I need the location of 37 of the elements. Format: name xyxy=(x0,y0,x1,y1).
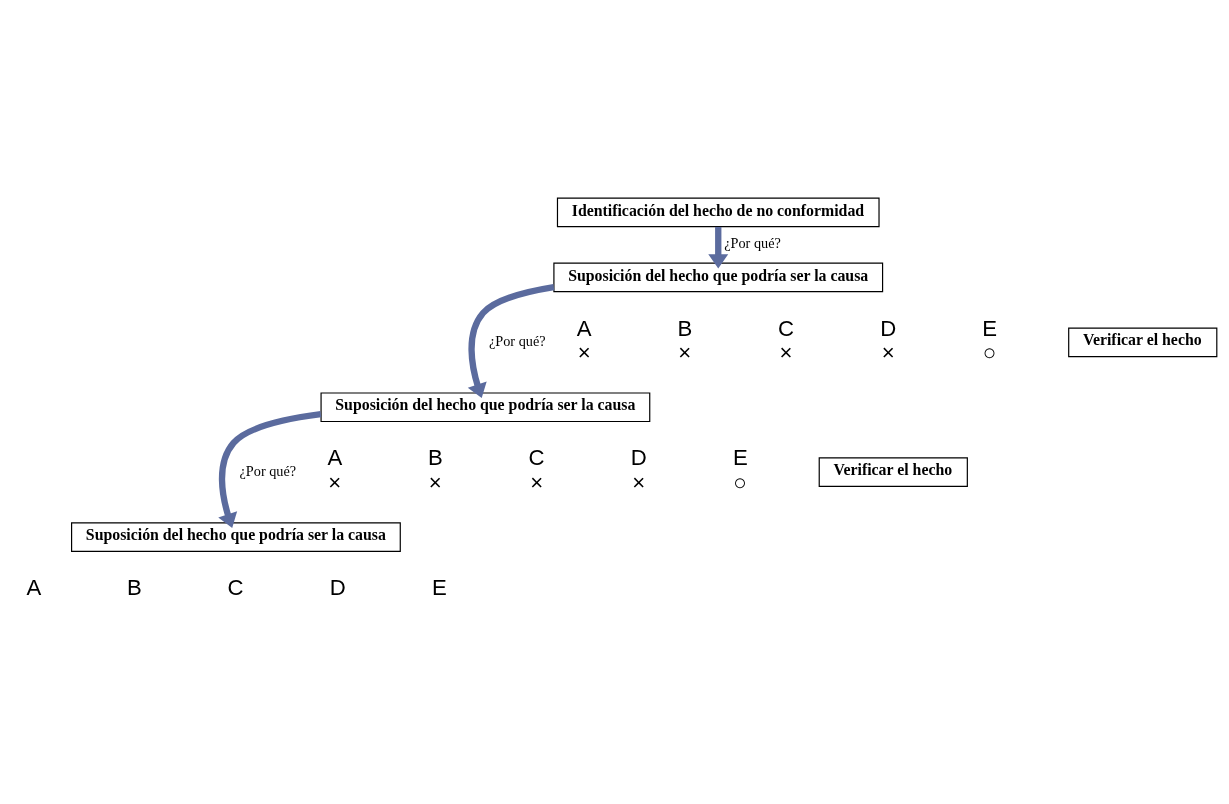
label: C xyxy=(528,444,545,470)
edge-label: ¿Por qué? xyxy=(488,332,546,349)
node-box: Suposición del hecho que podría ser la causa xyxy=(553,262,884,292)
edge-label: ¿Por qué? xyxy=(239,462,297,479)
node-box: Suposición del hecho que podría ser la causa xyxy=(320,391,651,422)
label: × xyxy=(881,339,895,365)
label: B xyxy=(677,315,693,340)
label: × xyxy=(678,339,692,365)
label: B xyxy=(427,444,443,470)
label: × xyxy=(577,339,591,365)
label: × xyxy=(779,339,793,365)
arrow xyxy=(218,410,322,528)
label: A xyxy=(327,444,343,470)
label: B xyxy=(127,574,142,600)
label: C xyxy=(227,574,244,600)
arrow xyxy=(467,283,555,398)
node-box: Suposición del hecho que podría ser la causa xyxy=(71,521,401,552)
label: A xyxy=(576,315,592,340)
label: E xyxy=(431,574,447,600)
label: E xyxy=(982,315,998,340)
label: D xyxy=(630,444,647,470)
node-box: Verificar el hecho xyxy=(818,456,968,487)
node-box: Identificación del hecho de no conformidad xyxy=(556,197,880,227)
label: × xyxy=(632,469,646,495)
label: ○ xyxy=(733,469,747,495)
label: × xyxy=(328,469,342,495)
label: C xyxy=(778,315,795,340)
label: × xyxy=(428,469,442,495)
arrow xyxy=(708,226,729,269)
edge-label: ¿Por qué? xyxy=(724,234,781,251)
label: D xyxy=(329,574,346,600)
label: × xyxy=(530,469,544,495)
label: ○ xyxy=(982,339,997,365)
node-box: Verificar el hecho xyxy=(1068,326,1218,357)
label: A xyxy=(26,574,42,600)
label: E xyxy=(732,444,748,470)
label: D xyxy=(880,315,897,340)
